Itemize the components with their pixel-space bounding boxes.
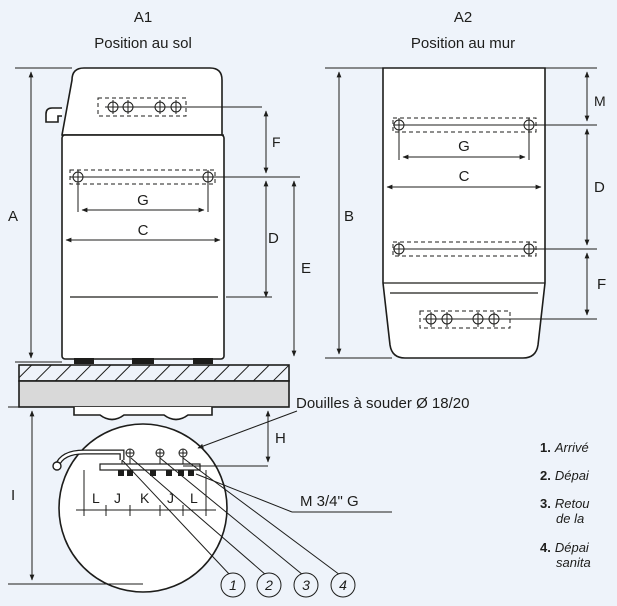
dim-g-a1-label: G	[137, 192, 149, 209]
a1-unit	[45, 67, 300, 364]
dim-g-a2-label: G	[458, 138, 470, 155]
callout-2: 2	[264, 577, 273, 593]
dim-m-label: M	[594, 93, 606, 109]
dim-j2-label: J	[167, 490, 174, 506]
dim-j1-label: J	[114, 490, 121, 506]
dim-e-label: E	[301, 260, 311, 277]
sleeves-annotation: Douilles à souder Ø 18/20	[296, 395, 469, 412]
dim-f-a2-label: F	[597, 276, 606, 293]
dim-k-label: K	[140, 490, 150, 506]
dim-c-a2-label: C	[459, 168, 470, 185]
dim-i-label: I	[11, 487, 15, 504]
callout-3: 3	[302, 577, 310, 593]
dim-l2-label: L	[190, 490, 198, 506]
thread-annotation: M 3/4" G	[300, 493, 359, 510]
dim-f-a1-label: F	[272, 134, 281, 150]
dim-h-label: H	[275, 430, 286, 447]
dim-d-a1-label: D	[268, 230, 279, 247]
floor-slab	[18, 364, 290, 408]
callout-1: 1	[229, 577, 237, 593]
dim-l1-label: L	[92, 490, 100, 506]
a2-subtitle: Position au mur	[411, 35, 515, 52]
bottom-view	[52, 407, 268, 593]
connection-number-callouts: 1 2 3 4	[220, 572, 356, 598]
a1-title: A1	[134, 9, 152, 26]
legend-item-4: 4.Dépai sanita	[540, 540, 591, 570]
dim-a-label: A	[8, 208, 18, 225]
dim-b-label: B	[344, 208, 354, 225]
dim-c-a1-label: C	[138, 222, 149, 239]
a2-title: A2	[454, 9, 472, 26]
callout-4: 4	[339, 577, 347, 593]
legend-item-3: 3.Retou de la	[540, 496, 590, 526]
a2-unit	[382, 67, 597, 359]
a1-subtitle: Position au sol	[94, 35, 192, 52]
legend-item-2: 2.Dépai	[540, 468, 589, 483]
dim-d-a2-label: D	[594, 179, 605, 196]
legend-item-1: 1.Arrivé	[540, 440, 589, 455]
